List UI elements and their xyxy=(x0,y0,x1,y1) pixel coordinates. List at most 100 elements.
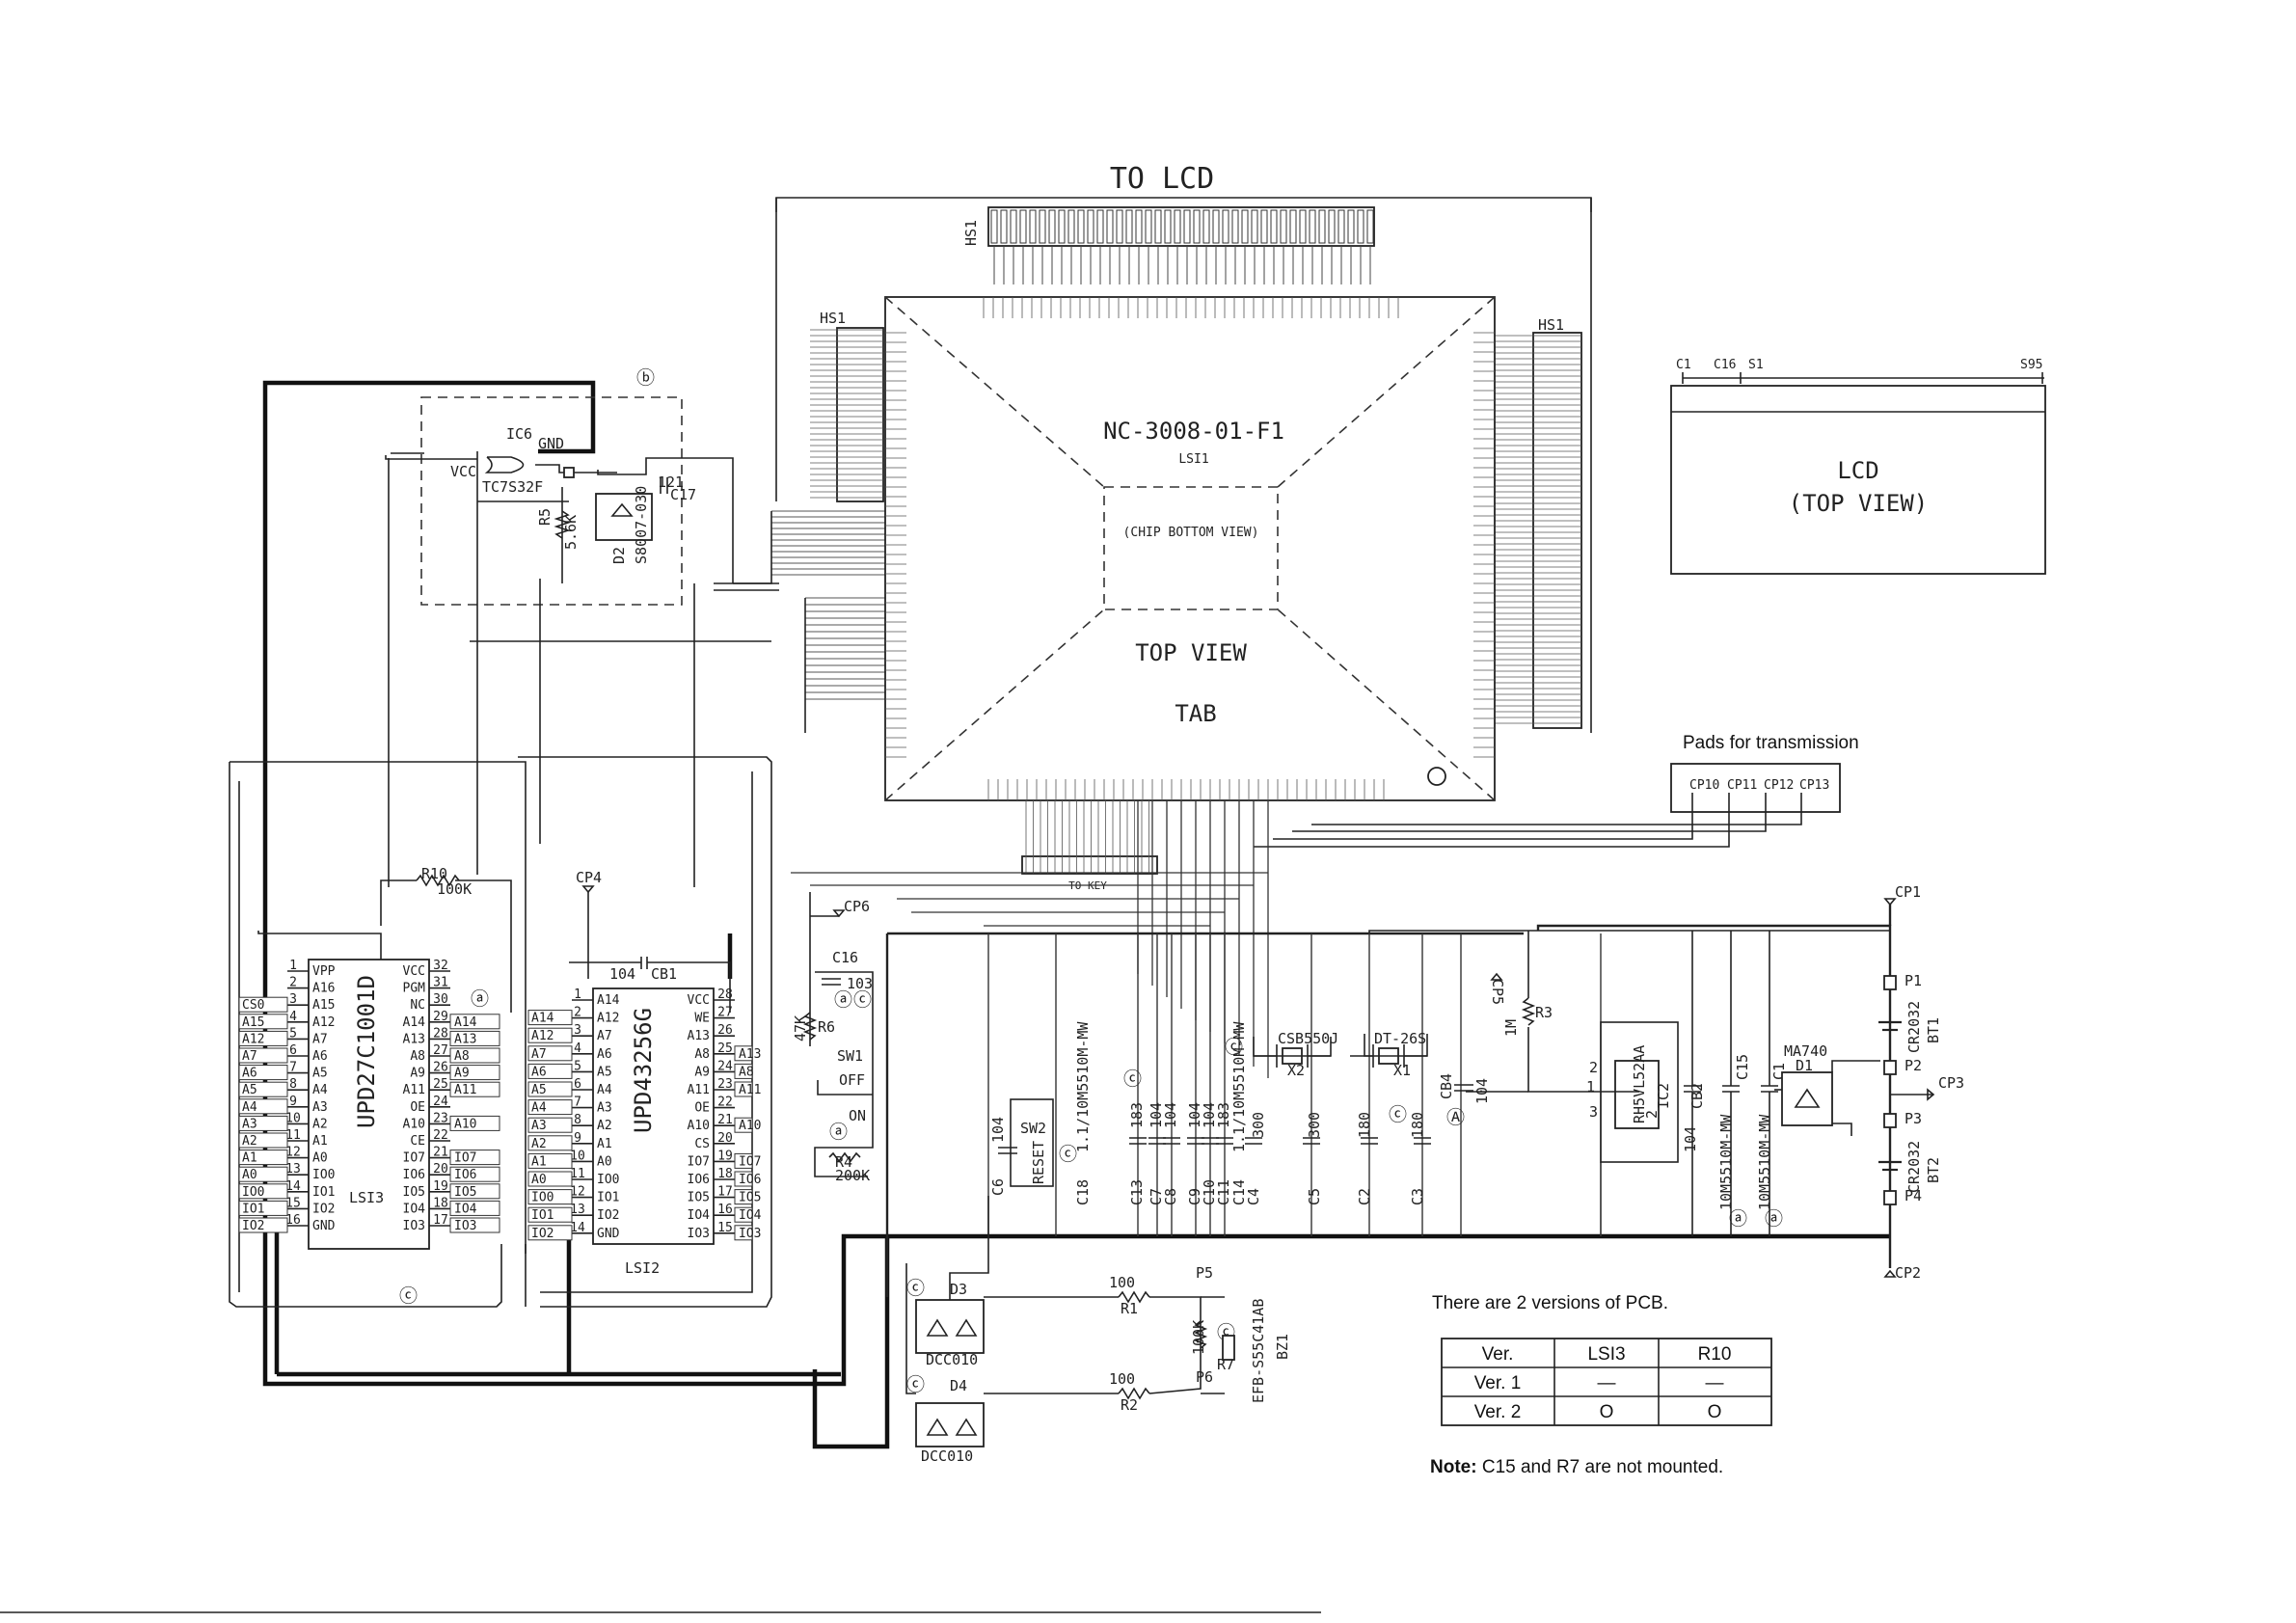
marker-A-cb4: Ⓐ xyxy=(1446,1107,1465,1128)
pin-signal: A10 xyxy=(688,1119,710,1133)
pin-number: 13 xyxy=(570,1203,585,1217)
p6-label: P6 xyxy=(1196,1368,1213,1386)
pin-signal: IO2 xyxy=(597,1208,619,1223)
cap-ref: C8 xyxy=(1162,1188,1179,1205)
net-label: A4 xyxy=(531,1101,547,1116)
pin-number: 3 xyxy=(574,1023,581,1038)
svg-text:2: 2 xyxy=(1589,1059,1598,1076)
table-cell-ver2-r10: O xyxy=(1708,1402,1722,1422)
net-label: A15 xyxy=(242,1015,264,1030)
lsi3-part: UPD27C1001D xyxy=(353,975,380,1128)
pin-number: 30 xyxy=(433,992,448,1007)
cp4-label: CP4 xyxy=(576,869,602,886)
pad-cp11: CP11 xyxy=(1727,778,1757,793)
pin-signal: A9 xyxy=(410,1067,425,1081)
cp2-label: CP2 xyxy=(1895,1264,1921,1282)
pin1-marker xyxy=(1427,767,1446,786)
pin-signal: IO6 xyxy=(403,1168,425,1182)
pin-number: 1 xyxy=(574,987,581,1002)
pin-signal: A0 xyxy=(312,1151,328,1166)
d3-body xyxy=(915,1299,985,1354)
pin-number: 26 xyxy=(433,1061,448,1075)
cb4-ref: CB4 xyxy=(1438,1073,1455,1099)
sw1-on: ON xyxy=(849,1107,866,1124)
pin-number: 16 xyxy=(717,1203,733,1217)
marker-c-c18: ⓒ xyxy=(1059,1144,1077,1165)
lcd-view-label: (TOP VIEW) xyxy=(1789,490,1929,517)
ic2-part: RH5VL52AA xyxy=(1631,1045,1648,1123)
c1-val: 10M5510M-MW xyxy=(1756,1114,1773,1210)
r10-val: 100K xyxy=(437,880,472,898)
net-label: A7 xyxy=(531,1047,547,1062)
marker-c-lsi3: ⓒ xyxy=(399,1285,418,1307)
r3-val: 1M xyxy=(1502,1019,1520,1037)
net-label: A10 xyxy=(739,1119,761,1133)
net-label: IO7 xyxy=(454,1151,476,1166)
net-label: A3 xyxy=(242,1117,257,1131)
battery-ref: BT2 xyxy=(1925,1157,1942,1183)
pin-number: 13 xyxy=(285,1162,301,1177)
net-label: A6 xyxy=(531,1065,547,1079)
marker-a-sw1: ⓐ xyxy=(829,1122,848,1143)
pin-number: 19 xyxy=(717,1149,733,1163)
r6-ref: R6 xyxy=(818,1018,835,1036)
pin-signal: NC xyxy=(410,998,425,1013)
pin-number: 23 xyxy=(433,1111,448,1125)
lsi3-ref: LSI3 xyxy=(349,1189,384,1206)
hs1-right-label: HS1 xyxy=(1538,316,1564,334)
r4-val: 200K xyxy=(835,1167,870,1184)
net-label: A11 xyxy=(739,1083,761,1097)
sw2-label: RESET xyxy=(1030,1141,1047,1184)
pin-number: 16 xyxy=(285,1213,301,1228)
pin-signal: A13 xyxy=(688,1029,710,1043)
pin-signal: A15 xyxy=(312,998,335,1013)
pin-number: 6 xyxy=(574,1077,581,1092)
pin-signal: A8 xyxy=(694,1047,710,1062)
r1-symbol xyxy=(1118,1290,1150,1304)
p-pad-label: P1 xyxy=(1904,972,1922,989)
chip-ref: LSI1 xyxy=(1178,452,1208,467)
pin-signal: A8 xyxy=(410,1049,425,1064)
lsi2-ref: LSI2 xyxy=(625,1259,660,1277)
pin-signal: A9 xyxy=(694,1065,710,1079)
pin-signal: A1 xyxy=(597,1137,612,1151)
lsi1-chip-body xyxy=(884,296,1496,801)
pin-signal: VCC xyxy=(403,964,425,979)
c6-ref: C6 xyxy=(989,1178,1007,1196)
pin-signal: A3 xyxy=(312,1100,328,1115)
net-label: A14 xyxy=(531,1012,554,1026)
net-label: A3 xyxy=(531,1119,547,1133)
pin-signal: IO5 xyxy=(403,1185,425,1200)
net-label: A9 xyxy=(454,1067,470,1081)
note-line: Note: C15 and R7 are not mounted. xyxy=(1430,1457,1723,1477)
net-label: A2 xyxy=(531,1137,547,1151)
cap-ref: C7 xyxy=(1148,1188,1165,1205)
pin-number: 25 xyxy=(433,1077,448,1092)
ic6-or-gate xyxy=(484,456,525,473)
sw1-off: OFF xyxy=(839,1071,865,1089)
d3-part: DCC010 xyxy=(926,1351,978,1368)
pin-number: 24 xyxy=(717,1059,733,1073)
c16-ref: C16 xyxy=(832,949,858,966)
pin-signal: VCC xyxy=(688,993,710,1008)
net-label: A11 xyxy=(454,1083,476,1097)
pin-number: 17 xyxy=(717,1185,733,1200)
pin-number: 4 xyxy=(574,1041,581,1056)
pin-signal: A6 xyxy=(597,1047,612,1062)
r5-symbol xyxy=(554,510,571,539)
table-header-lsi3: LSI3 xyxy=(1587,1344,1625,1365)
net-label: A0 xyxy=(242,1168,257,1182)
pin-number: 14 xyxy=(570,1221,585,1235)
cb2-val: 104 xyxy=(1682,1126,1699,1152)
battery-rail xyxy=(1536,924,1892,1268)
net-label: IO2 xyxy=(242,1219,264,1233)
d1-ref: D1 xyxy=(1796,1057,1813,1074)
d2-body xyxy=(595,493,653,541)
pin-number: 20 xyxy=(717,1131,733,1146)
ic2-ref: IC2 xyxy=(1655,1083,1672,1109)
net-label: IO4 xyxy=(739,1208,762,1223)
r3-ref: R3 xyxy=(1535,1004,1553,1021)
pin-signal: A11 xyxy=(403,1083,425,1097)
